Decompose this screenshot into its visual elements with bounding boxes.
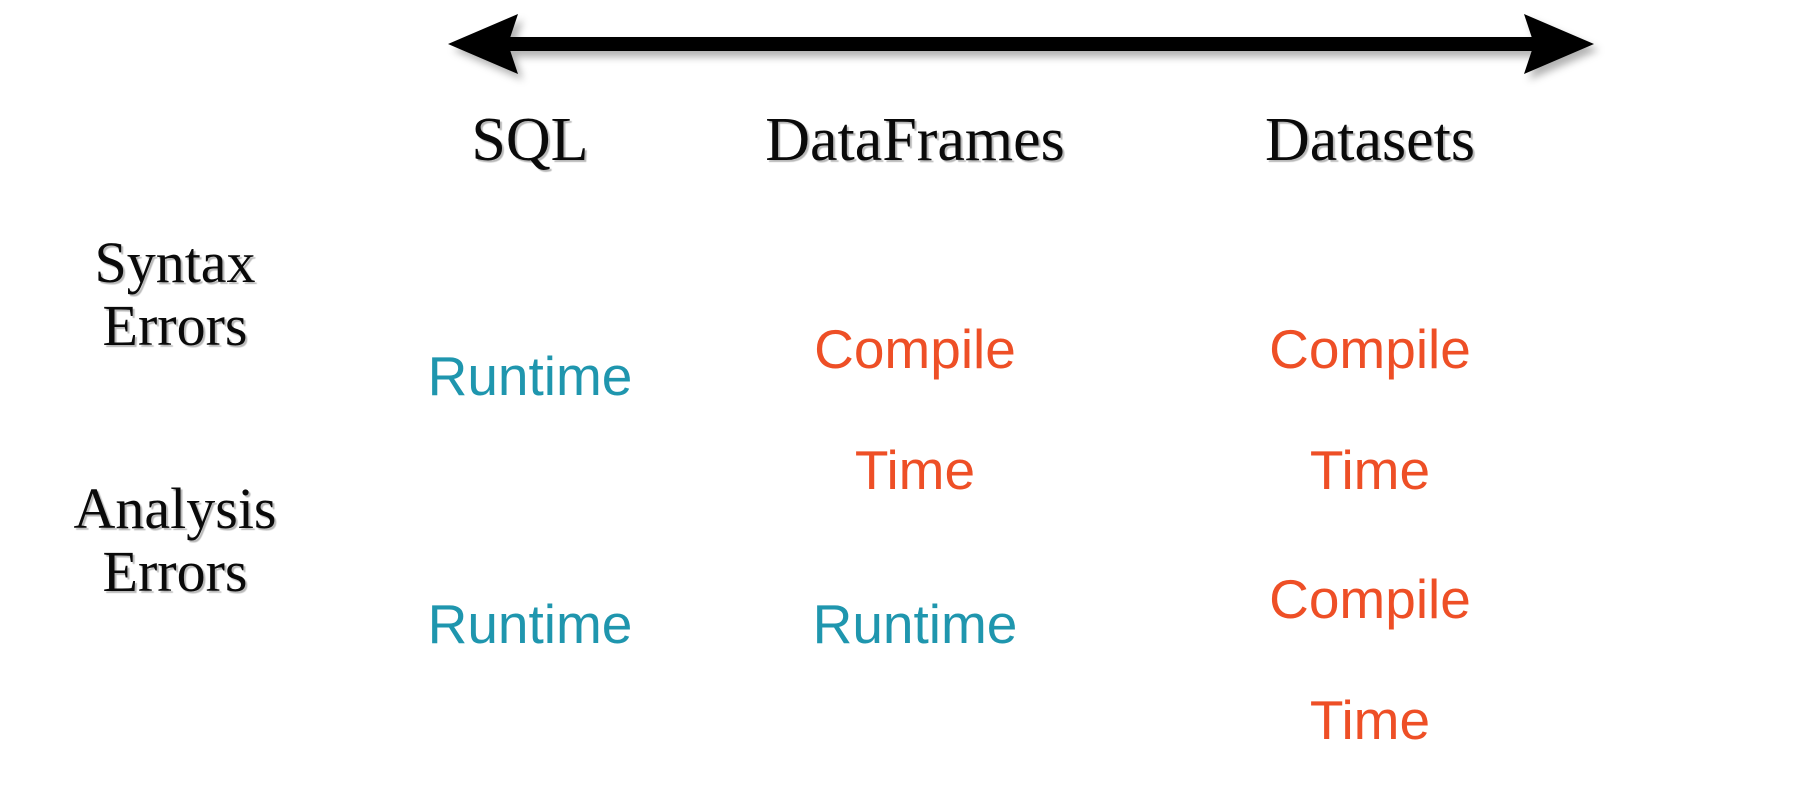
- cell-analysis-dataframes: Runtime: [730, 533, 1100, 715]
- slide-canvas: SQL DataFrames Datasets Syntax Errors Ru…: [0, 14, 1594, 750]
- column-header-sql: SQL: [471, 106, 589, 174]
- row-label-syntax-errors: Syntax Errors: [0, 230, 350, 358]
- cell-line: Time: [854, 438, 976, 501]
- cell-line: Time: [1309, 438, 1431, 501]
- cell-analysis-datasets: Compile Time: [1190, 508, 1550, 811]
- row-label-line: Syntax: [94, 230, 256, 295]
- cell-line: Runtime: [812, 592, 1018, 655]
- column-header-dataframes: DataFrames: [765, 106, 1065, 174]
- cell-line: Runtime: [427, 344, 633, 407]
- row-label-line: Errors: [102, 538, 248, 604]
- cell-analysis-sql: Runtime: [380, 533, 680, 715]
- cell-line: Runtime: [427, 592, 633, 655]
- row-label-line: Analysis: [73, 476, 277, 541]
- row-label-line: Errors: [102, 292, 248, 358]
- column-header-datasets: Datasets: [1264, 106, 1476, 174]
- cell-syntax-dataframes: Compile Time: [730, 258, 1100, 561]
- double-headed-arrow-icon: [448, 14, 1594, 74]
- cell-line: Compile: [1269, 567, 1471, 630]
- row-label-analysis-errors: Analysis Errors: [0, 476, 350, 604]
- cell-syntax-datasets: Compile Time: [1190, 258, 1550, 561]
- cell-line: Compile: [814, 317, 1016, 380]
- cell-syntax-sql: Runtime: [380, 285, 680, 467]
- cell-line: Time: [1309, 688, 1431, 751]
- cell-line: Compile: [1269, 317, 1471, 380]
